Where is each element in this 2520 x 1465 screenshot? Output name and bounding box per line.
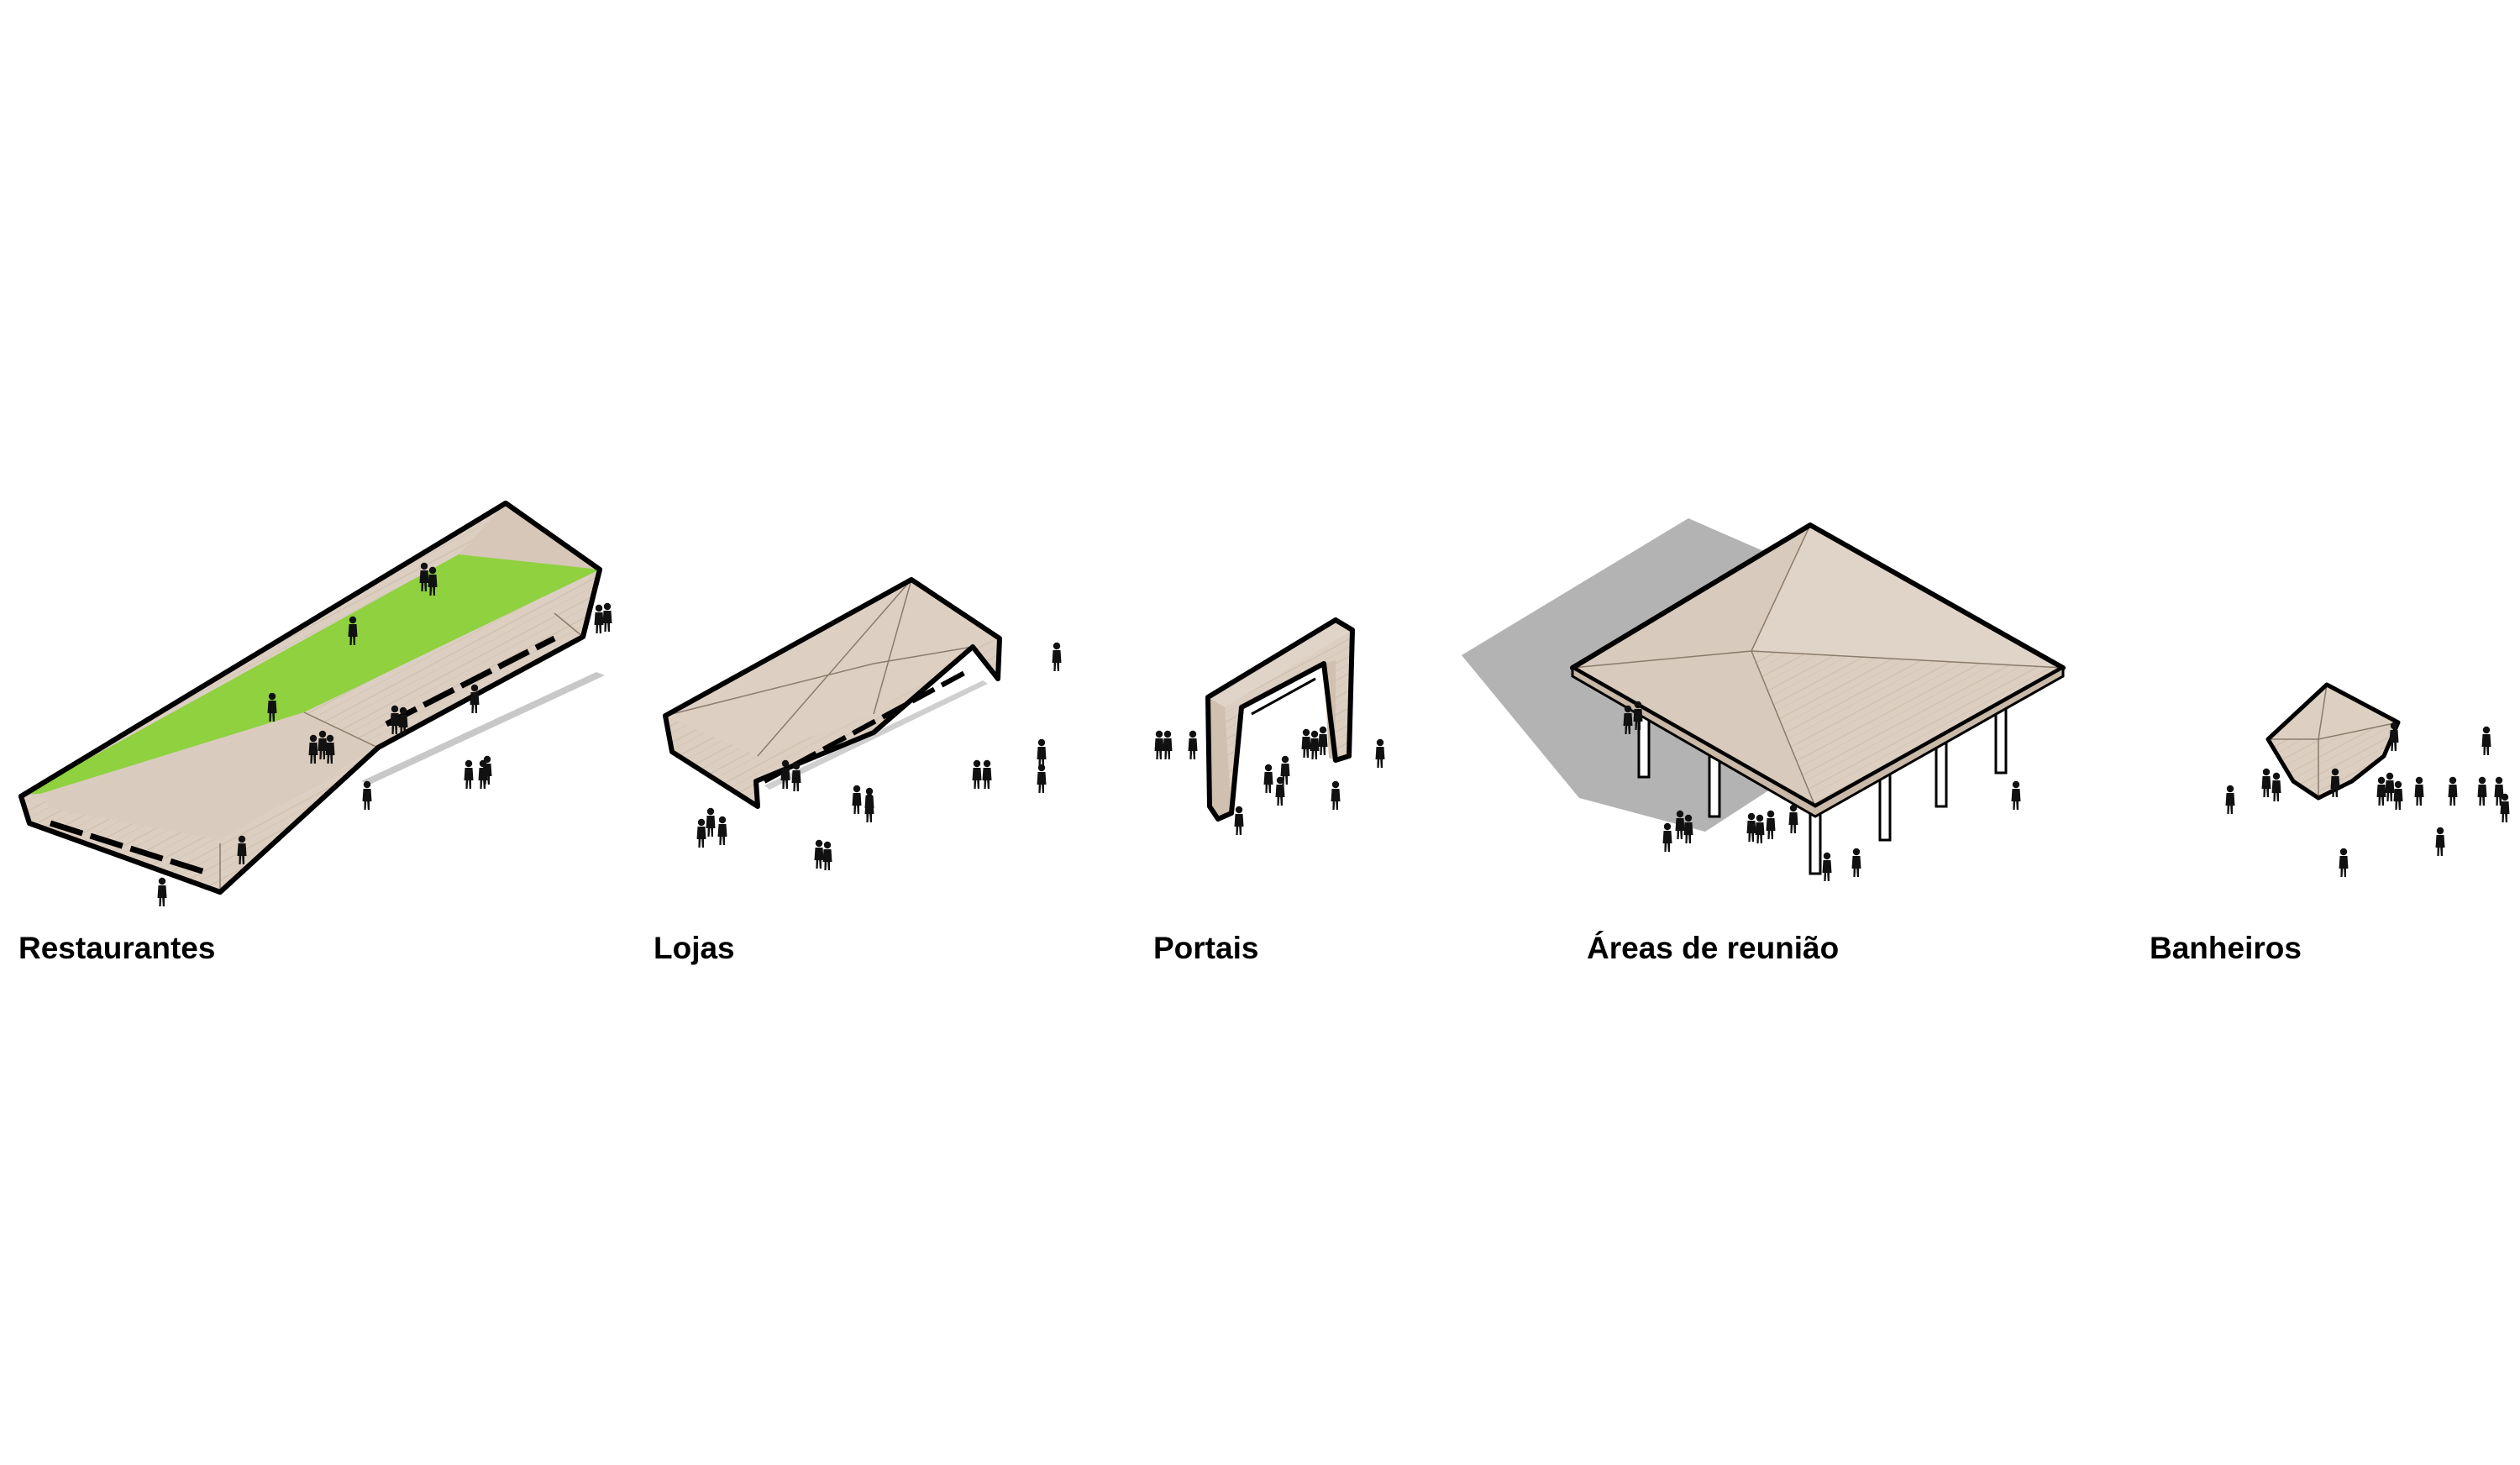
shop-outline	[663, 577, 1002, 809]
restroom-facets	[2268, 684, 2399, 798]
shop-pavilion-icon	[663, 577, 1002, 809]
label-portais: Portais	[1153, 931, 1259, 965]
meeting-roof-ridges	[1572, 524, 2064, 807]
portal-lintel	[1241, 662, 1325, 709]
label-restaurantes: Restaurantes	[18, 931, 216, 965]
shop-roof	[665, 580, 1000, 756]
restaurant-outline	[18, 501, 602, 895]
restroom-outline	[2265, 682, 2401, 801]
restaurant-lower-roof	[40, 712, 378, 840]
restaurant-end-face	[459, 503, 600, 570]
shop-facets	[664, 579, 974, 757]
label-banheiros: Banheiros	[2150, 931, 2302, 965]
label-lojas: Lojas	[654, 931, 735, 965]
portal-gate-icon	[1205, 617, 1355, 822]
meeting-roof-facet-front	[1572, 525, 1815, 806]
restaurant-facets	[219, 612, 584, 892]
restroom-roof	[2268, 685, 2398, 739]
label-areas-de-reuniao: Áreas de reunião	[1587, 931, 1840, 965]
restroom-pavilion-icon	[2265, 682, 2401, 801]
restaurant-shadow	[361, 672, 605, 785]
portal-beam	[1251, 677, 1316, 716]
meeting-roof-facet-right	[1751, 525, 2063, 668]
restaurant-pavilion-icon	[18, 501, 605, 895]
shop-shadow	[764, 680, 988, 790]
portal-top-face	[1208, 620, 1352, 707]
meeting-pavilion-icon	[1462, 518, 2066, 875]
restaurant-green-roof	[24, 554, 600, 795]
restaurant-windows	[49, 635, 556, 877]
meeting-roof-edge	[1571, 665, 2065, 818]
portal-leg-left	[1208, 697, 1231, 819]
